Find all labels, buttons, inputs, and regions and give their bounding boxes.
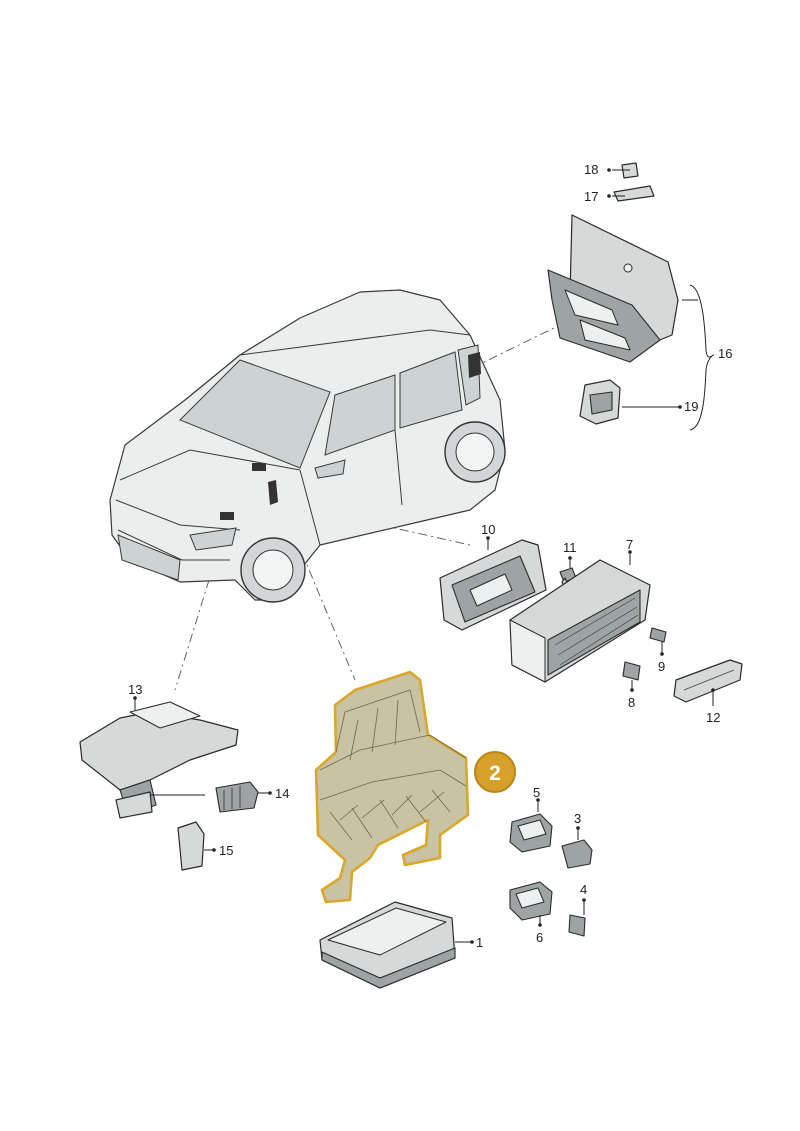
callout-17: 17 bbox=[584, 189, 599, 204]
vehicle-illustration bbox=[109, 289, 506, 603]
part-1-cover bbox=[319, 901, 474, 989]
part-14-connector bbox=[215, 781, 272, 813]
callout-14: 14 bbox=[275, 786, 290, 801]
part-9-fuse bbox=[649, 627, 667, 656]
callout-12: 12 bbox=[706, 710, 721, 725]
callout-4: 4 bbox=[580, 882, 588, 897]
part-8-fuse bbox=[622, 661, 641, 692]
part-5-relay-socket bbox=[509, 798, 553, 853]
callout-3: 3 bbox=[574, 811, 582, 826]
callout-1: 1 bbox=[476, 935, 484, 950]
callout-19: 19 bbox=[684, 399, 699, 414]
part-6-relay-socket bbox=[509, 881, 553, 927]
part-10-relay-plate bbox=[439, 536, 547, 631]
part-15-relay bbox=[177, 821, 216, 871]
part-12-fuse-strip bbox=[673, 659, 743, 706]
callout-11: 11 bbox=[563, 540, 577, 555]
callout-16: 16 bbox=[718, 346, 733, 361]
callout-13: 13 bbox=[128, 682, 143, 697]
callout-8: 8 bbox=[628, 695, 636, 710]
callout-9: 9 bbox=[658, 659, 666, 674]
callout-5: 5 bbox=[533, 785, 541, 800]
callout-7: 7 bbox=[626, 537, 634, 552]
callout-15: 15 bbox=[219, 843, 234, 858]
part-2-highlighted-carrier bbox=[314, 670, 470, 904]
callout-6: 6 bbox=[536, 930, 544, 945]
callout-10: 10 bbox=[481, 522, 496, 537]
highlighted-part-badge[interactable]: 2 bbox=[474, 751, 516, 793]
part-7-fuse-box bbox=[509, 550, 651, 683]
part-16-bracket bbox=[547, 162, 715, 431]
part-4-fuse bbox=[568, 898, 586, 937]
part-3-relay bbox=[561, 826, 593, 869]
callout-18: 18 bbox=[584, 162, 599, 177]
part-13-holder bbox=[79, 696, 239, 819]
